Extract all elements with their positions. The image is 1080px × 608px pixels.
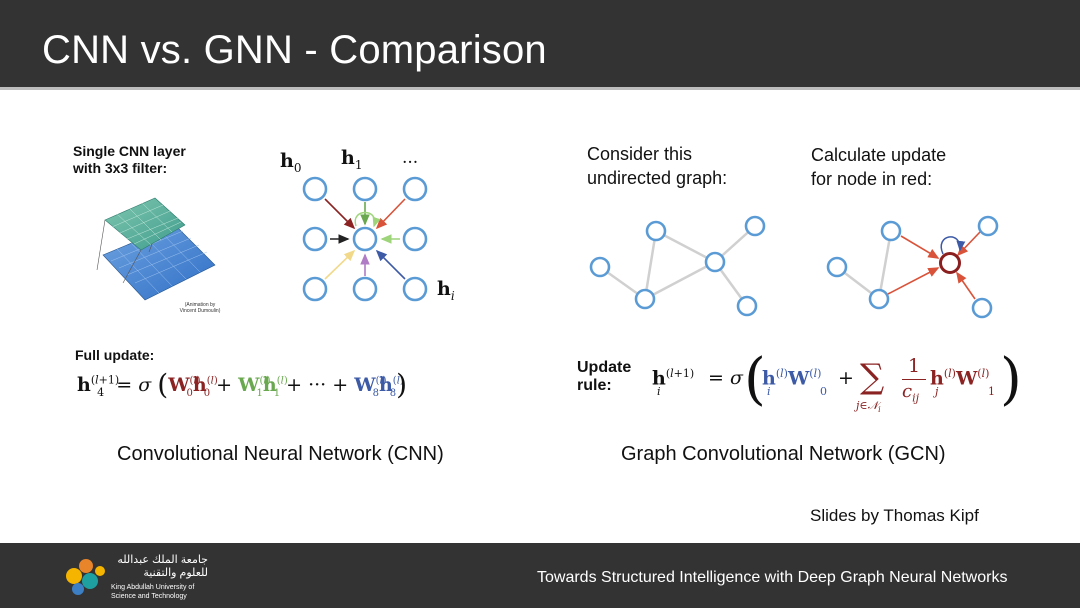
h1-label: h1 bbox=[341, 147, 363, 172]
update-node-f bbox=[971, 297, 993, 319]
h0-label: h0 bbox=[280, 150, 302, 175]
red-arrow-from-b bbox=[900, 235, 940, 259]
slide-credit: Slides by Thomas Kipf bbox=[810, 506, 979, 525]
update-node-a bbox=[826, 256, 848, 278]
graph-node-d bbox=[704, 251, 726, 273]
gcn-caption: Graph Convolutional Network (GCN) bbox=[621, 443, 946, 465]
grid-node-6 bbox=[302, 276, 328, 302]
grid-node-1 bbox=[352, 176, 378, 202]
update-node-b bbox=[880, 220, 902, 242]
kaust-logo-icon bbox=[66, 559, 105, 595]
self-loop-arrow bbox=[354, 211, 381, 228]
logo-english-text: King Abdullah University of Science and … bbox=[111, 583, 194, 601]
consider-line1: Consider this bbox=[587, 144, 693, 164]
grid-node-3 bbox=[302, 226, 328, 252]
update-node-e bbox=[977, 215, 999, 237]
grid-node-center bbox=[352, 226, 378, 252]
logo-arabic-line1: جامعة الملك عبدالله bbox=[117, 554, 208, 566]
arrow-top-right bbox=[375, 198, 406, 230]
slide-title: CNN vs. GNN - Comparison bbox=[42, 28, 547, 72]
footer-title: Towards Structured Intelligence with Dee… bbox=[537, 569, 1008, 586]
grid-node-5 bbox=[402, 226, 428, 252]
red-target-node bbox=[939, 252, 961, 274]
slide-footer bbox=[0, 543, 1080, 608]
red-arrow-from-c bbox=[887, 267, 940, 295]
graph-node-f bbox=[736, 295, 758, 317]
full-update-label: Full update: bbox=[75, 347, 155, 363]
logo-english-line1: King Abdullah University of bbox=[111, 584, 195, 591]
graph-node-e bbox=[744, 215, 766, 237]
slide-header bbox=[0, 0, 1080, 90]
undirected-graph bbox=[589, 215, 766, 317]
red-node-self-loop bbox=[940, 236, 966, 255]
animation-credit-note: (Animation by Vincent Dumoulin) bbox=[170, 302, 230, 314]
grid-node-8 bbox=[402, 276, 428, 302]
grid-node-7 bbox=[352, 276, 378, 302]
arrow-bottom-right bbox=[375, 249, 406, 280]
grid-node-0 bbox=[302, 176, 328, 202]
calculate-line2: for node in red: bbox=[811, 169, 933, 189]
update-rule-line2: rule: bbox=[577, 377, 612, 394]
logo-arabic-text: جامعة الملك عبدالله للعلوم والتقنية bbox=[113, 554, 208, 580]
graph-node-a bbox=[589, 256, 611, 278]
graph-node-c bbox=[634, 288, 656, 310]
cnn-filter-label: Single CNN layer with 3x3 filter: bbox=[73, 143, 186, 177]
arrow-bottom-left bbox=[324, 249, 356, 280]
red-arrow-from-f bbox=[956, 271, 976, 300]
red-arrow-from-e bbox=[956, 231, 981, 257]
update-node-c bbox=[868, 288, 890, 310]
consider-line2: undirected graph: bbox=[587, 168, 728, 188]
hi-label: hi bbox=[437, 278, 455, 303]
consider-graph-label: Consider this undirected graph: bbox=[587, 142, 727, 190]
arrow-top-left bbox=[324, 198, 356, 230]
cnn-layer-illustration bbox=[96, 197, 216, 301]
animation-note-line1: (Animation by bbox=[184, 302, 216, 308]
cnn-node-grid bbox=[302, 176, 428, 302]
cnn-update-formula: h(l+1)4 = σ (W(l)0h(l)0 + W(l)1h(l)1 + ·… bbox=[77, 368, 408, 401]
calculate-line1: Calculate update bbox=[811, 145, 947, 165]
logo-arabic-line2: للعلوم والتقنية bbox=[143, 567, 208, 579]
graph-node-b bbox=[645, 220, 667, 242]
cnn-filter-label-line2: with 3x3 filter: bbox=[73, 160, 168, 176]
update-rule-line1: Update bbox=[577, 359, 632, 376]
grid-node-2 bbox=[402, 176, 428, 202]
ellipsis-label: ... bbox=[402, 148, 419, 168]
cnn-filter-label-line1: Single CNN layer bbox=[73, 143, 186, 159]
logo-english-line2: Science and Technology bbox=[111, 593, 187, 600]
update-graph bbox=[826, 215, 999, 319]
animation-note-line2: Vincent Dumoulin) bbox=[179, 308, 221, 314]
calculate-update-label: Calculate update for node in red: bbox=[811, 143, 946, 191]
cnn-caption: Convolutional Neural Network (CNN) bbox=[117, 443, 444, 465]
update-rule-label: Update rule: bbox=[577, 359, 631, 395]
